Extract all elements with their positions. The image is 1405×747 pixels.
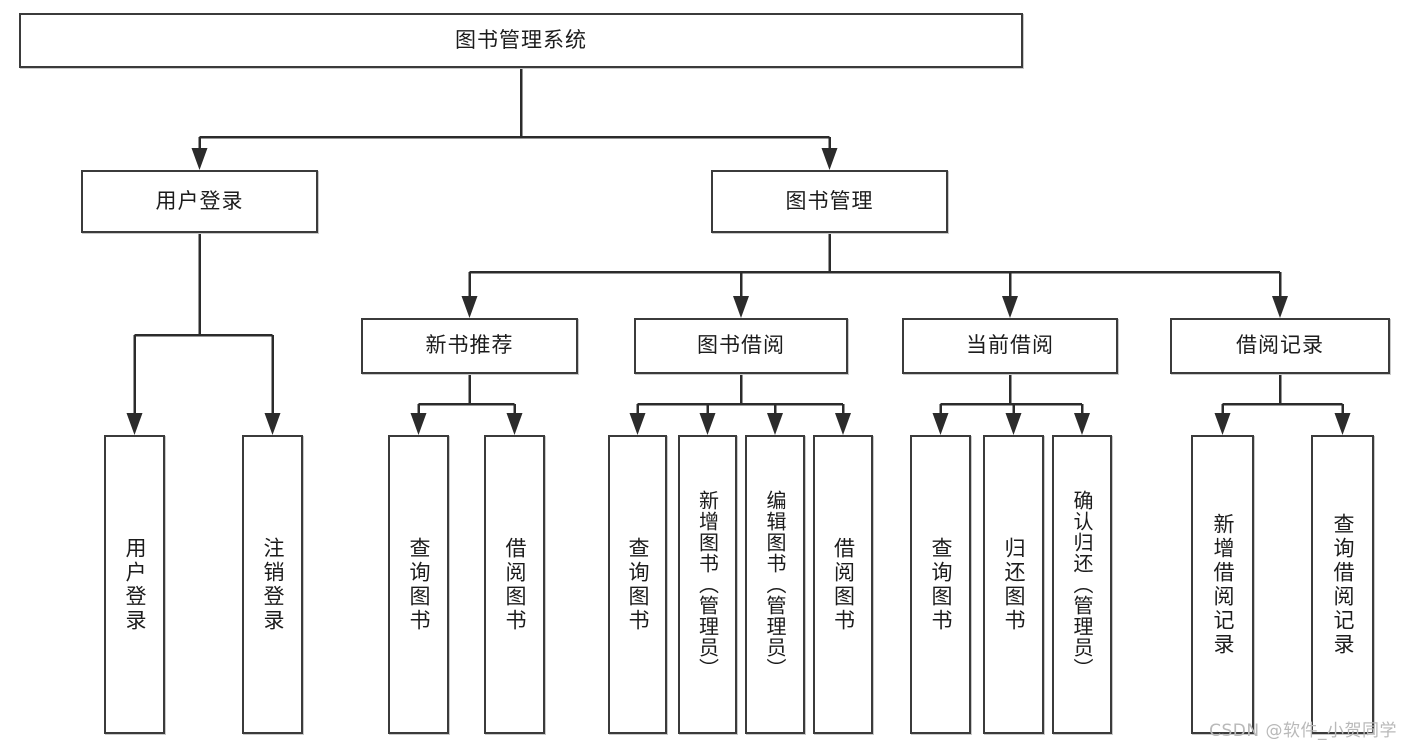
node-leaf-return-book[interactable]: 归还图书	[983, 435, 1044, 734]
node-new-book-rec[interactable]: 新书推荐	[361, 318, 578, 374]
node-leaf-borrow-book-1[interactable]: 借阅图书	[484, 435, 545, 734]
node-user-login[interactable]: 用户登录	[81, 170, 318, 233]
node-leaf-borrow-book-2[interactable]: 借阅图书	[813, 435, 873, 734]
node-leaf-query-book-1[interactable]: 查询图书	[388, 435, 449, 734]
node-label-leaf-logout: 注销登录	[261, 536, 285, 633]
node-label-leaf-borrow-book-2: 借阅图书	[831, 536, 856, 633]
node-label-leaf-add-book: 新增图书（管理员）	[695, 490, 720, 679]
node-leaf-query-book-2[interactable]: 查询图书	[608, 435, 667, 734]
node-label-current-borrow: 当前借阅	[966, 333, 1054, 358]
node-label-borrow-record: 借阅记录	[1236, 333, 1324, 358]
node-leaf-logout[interactable]: 注销登录	[242, 435, 303, 734]
node-label-leaf-query-book-1: 查询图书	[407, 536, 431, 633]
node-root[interactable]: 图书管理系统	[19, 13, 1023, 68]
node-book-manage[interactable]: 图书管理	[711, 170, 948, 233]
node-leaf-add-book[interactable]: 新增图书（管理员）	[678, 435, 737, 734]
node-label-leaf-user-login: 用户登录	[123, 536, 147, 633]
node-label-leaf-confirm-return: 确认归还（管理员）	[1070, 490, 1094, 679]
node-label-book-borrow: 图书借阅	[697, 333, 785, 358]
node-borrow-record[interactable]: 借阅记录	[1170, 318, 1390, 374]
node-label-leaf-edit-book: 编辑图书（管理员）	[763, 490, 787, 679]
node-leaf-add-record[interactable]: 新增借阅记录	[1191, 435, 1254, 734]
node-label-new-book-rec: 新书推荐	[425, 333, 514, 358]
node-label-leaf-add-record: 新增借阅记录	[1211, 512, 1235, 657]
node-label-user-login: 用户登录	[155, 188, 244, 213]
node-current-borrow[interactable]: 当前借阅	[902, 318, 1118, 374]
node-label-leaf-return-book: 归还图书	[1002, 536, 1026, 633]
node-book-borrow[interactable]: 图书借阅	[634, 318, 848, 374]
node-label-leaf-borrow-book-1: 借阅图书	[503, 536, 527, 633]
node-leaf-user-login[interactable]: 用户登录	[104, 435, 165, 734]
node-leaf-confirm-return[interactable]: 确认归还（管理员）	[1052, 435, 1112, 734]
node-leaf-query-book-3[interactable]: 查询图书	[910, 435, 971, 734]
node-label-leaf-query-record: 查询借阅记录	[1331, 512, 1355, 657]
node-label-book-manage: 图书管理	[785, 188, 874, 213]
node-leaf-edit-book[interactable]: 编辑图书（管理员）	[745, 435, 805, 734]
node-leaf-query-record[interactable]: 查询借阅记录	[1311, 435, 1374, 734]
node-label-root: 图书管理系统	[455, 27, 587, 52]
watermark-label: CSDN @软件_小贺同学	[1209, 721, 1397, 741]
node-label-leaf-query-book-2: 查询图书	[626, 536, 650, 633]
node-label-leaf-query-book-3: 查询图书	[929, 536, 953, 633]
